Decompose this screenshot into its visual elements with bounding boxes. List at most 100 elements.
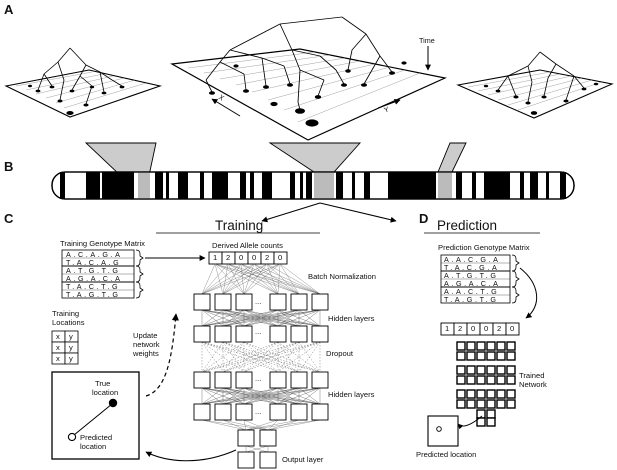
trained-node [496, 365, 506, 375]
network-edge [277, 387, 321, 405]
net-to-output-arrow [457, 415, 483, 430]
trained-node [496, 341, 506, 351]
network-edge [201, 387, 300, 405]
network-node [290, 403, 308, 421]
network-edge [243, 419, 247, 431]
trained-node [506, 399, 516, 409]
ellipsis-2: ... [255, 327, 262, 336]
trained-node [456, 375, 466, 385]
output-node [237, 451, 255, 469]
trained-node [506, 375, 516, 385]
network-edge [279, 263, 321, 295]
trained-node [486, 409, 496, 419]
network-edge [243, 263, 268, 295]
network-edge [201, 263, 281, 295]
training-geno-r1a: A.C.A.G.A [66, 250, 123, 259]
trained-node [476, 389, 486, 399]
network-edge [201, 419, 269, 431]
trained-node [476, 399, 486, 409]
pred-count-3: 0 [471, 324, 476, 333]
trained-network-label-1: Trained [519, 371, 545, 380]
network-edge [243, 309, 321, 327]
loc-x-2: x [56, 343, 60, 352]
trained-node [506, 351, 516, 361]
network-edge [201, 309, 245, 327]
network-edge [277, 309, 321, 327]
panel-label-c: C [4, 211, 14, 226]
loc-x-3: x [56, 354, 60, 363]
network-edge [227, 263, 321, 295]
hidden-layers-label-2: Hidden layers [328, 390, 375, 399]
training-geno-r3b: T.A.G.T.G [66, 290, 121, 299]
network-edge [277, 341, 300, 373]
training-geno-r1b: T.A.C.A.G [66, 258, 122, 267]
network-edge [245, 419, 300, 431]
network-edge [277, 387, 300, 405]
trained-node [476, 375, 486, 385]
network-node [193, 293, 211, 311]
trained-node [506, 365, 516, 375]
network-edge [222, 341, 279, 373]
prediction-genotype-label: Prediction Genotype Matrix [438, 243, 530, 252]
network-edge [243, 341, 300, 373]
pred-count-6: 0 [510, 324, 515, 333]
predicted-location-label-1: Predicted [80, 433, 113, 442]
network-edge [277, 263, 281, 295]
trained-node [506, 341, 516, 351]
trained-node [486, 375, 496, 385]
chromosome [51, 171, 575, 200]
network-edge [201, 341, 245, 373]
network-edge [201, 263, 242, 295]
trained-node [456, 341, 466, 351]
network-edge [243, 263, 255, 295]
trained-node [466, 389, 476, 399]
network-edge [201, 387, 224, 405]
network-edge [227, 263, 300, 295]
prediction-output-label: Predicted location [416, 450, 477, 459]
network-edge [222, 341, 321, 373]
allele-count-row [208, 251, 288, 265]
network-edge [266, 263, 300, 295]
update-label-1: Update [133, 331, 158, 340]
allele-counts-label: Derived Allele counts [212, 241, 283, 250]
update-label-3: weights [133, 349, 159, 358]
network-node [214, 325, 232, 343]
trained-node [466, 375, 476, 385]
pred-geno-r3a: A.A.C.T.G [444, 287, 500, 296]
training-geno-r2b: A.G.A.C.A [66, 274, 123, 283]
network-edge [201, 341, 300, 373]
network-node [235, 403, 253, 421]
loc-y-3: y [69, 354, 73, 363]
network-node [311, 403, 329, 421]
network-edge [222, 387, 321, 405]
pred-count-4: 0 [484, 324, 489, 333]
network-edge [201, 387, 279, 405]
pred-geno-r2b: A.G.A.C.A [444, 279, 501, 288]
predicted-location-dot [67, 432, 77, 442]
network-edge [222, 309, 245, 327]
network-edge [266, 263, 321, 295]
loc-y-2: y [69, 343, 73, 352]
network-node [269, 293, 287, 311]
ellipsis-4: ... [255, 407, 262, 416]
training-locations-table [51, 330, 79, 365]
network-edge [240, 263, 300, 295]
trained-node [486, 351, 496, 361]
prediction-allele-count-row [440, 322, 520, 336]
output-to-map-arrow [145, 449, 237, 462]
panel-label-a: A [4, 2, 14, 17]
network-edge [222, 309, 321, 327]
network-edge [222, 341, 245, 373]
trained-node [456, 399, 466, 409]
trained-node [476, 351, 486, 361]
ellipsis-3: ... [255, 374, 262, 383]
network-node [311, 325, 329, 343]
loc-x-1: x [56, 332, 60, 341]
network-edge [201, 263, 229, 295]
network-edge [222, 263, 281, 295]
network-edge [222, 419, 247, 431]
network-node [290, 325, 308, 343]
network-edge [201, 341, 245, 373]
time-axis-label: Time [419, 36, 435, 45]
network-edge [267, 419, 321, 431]
